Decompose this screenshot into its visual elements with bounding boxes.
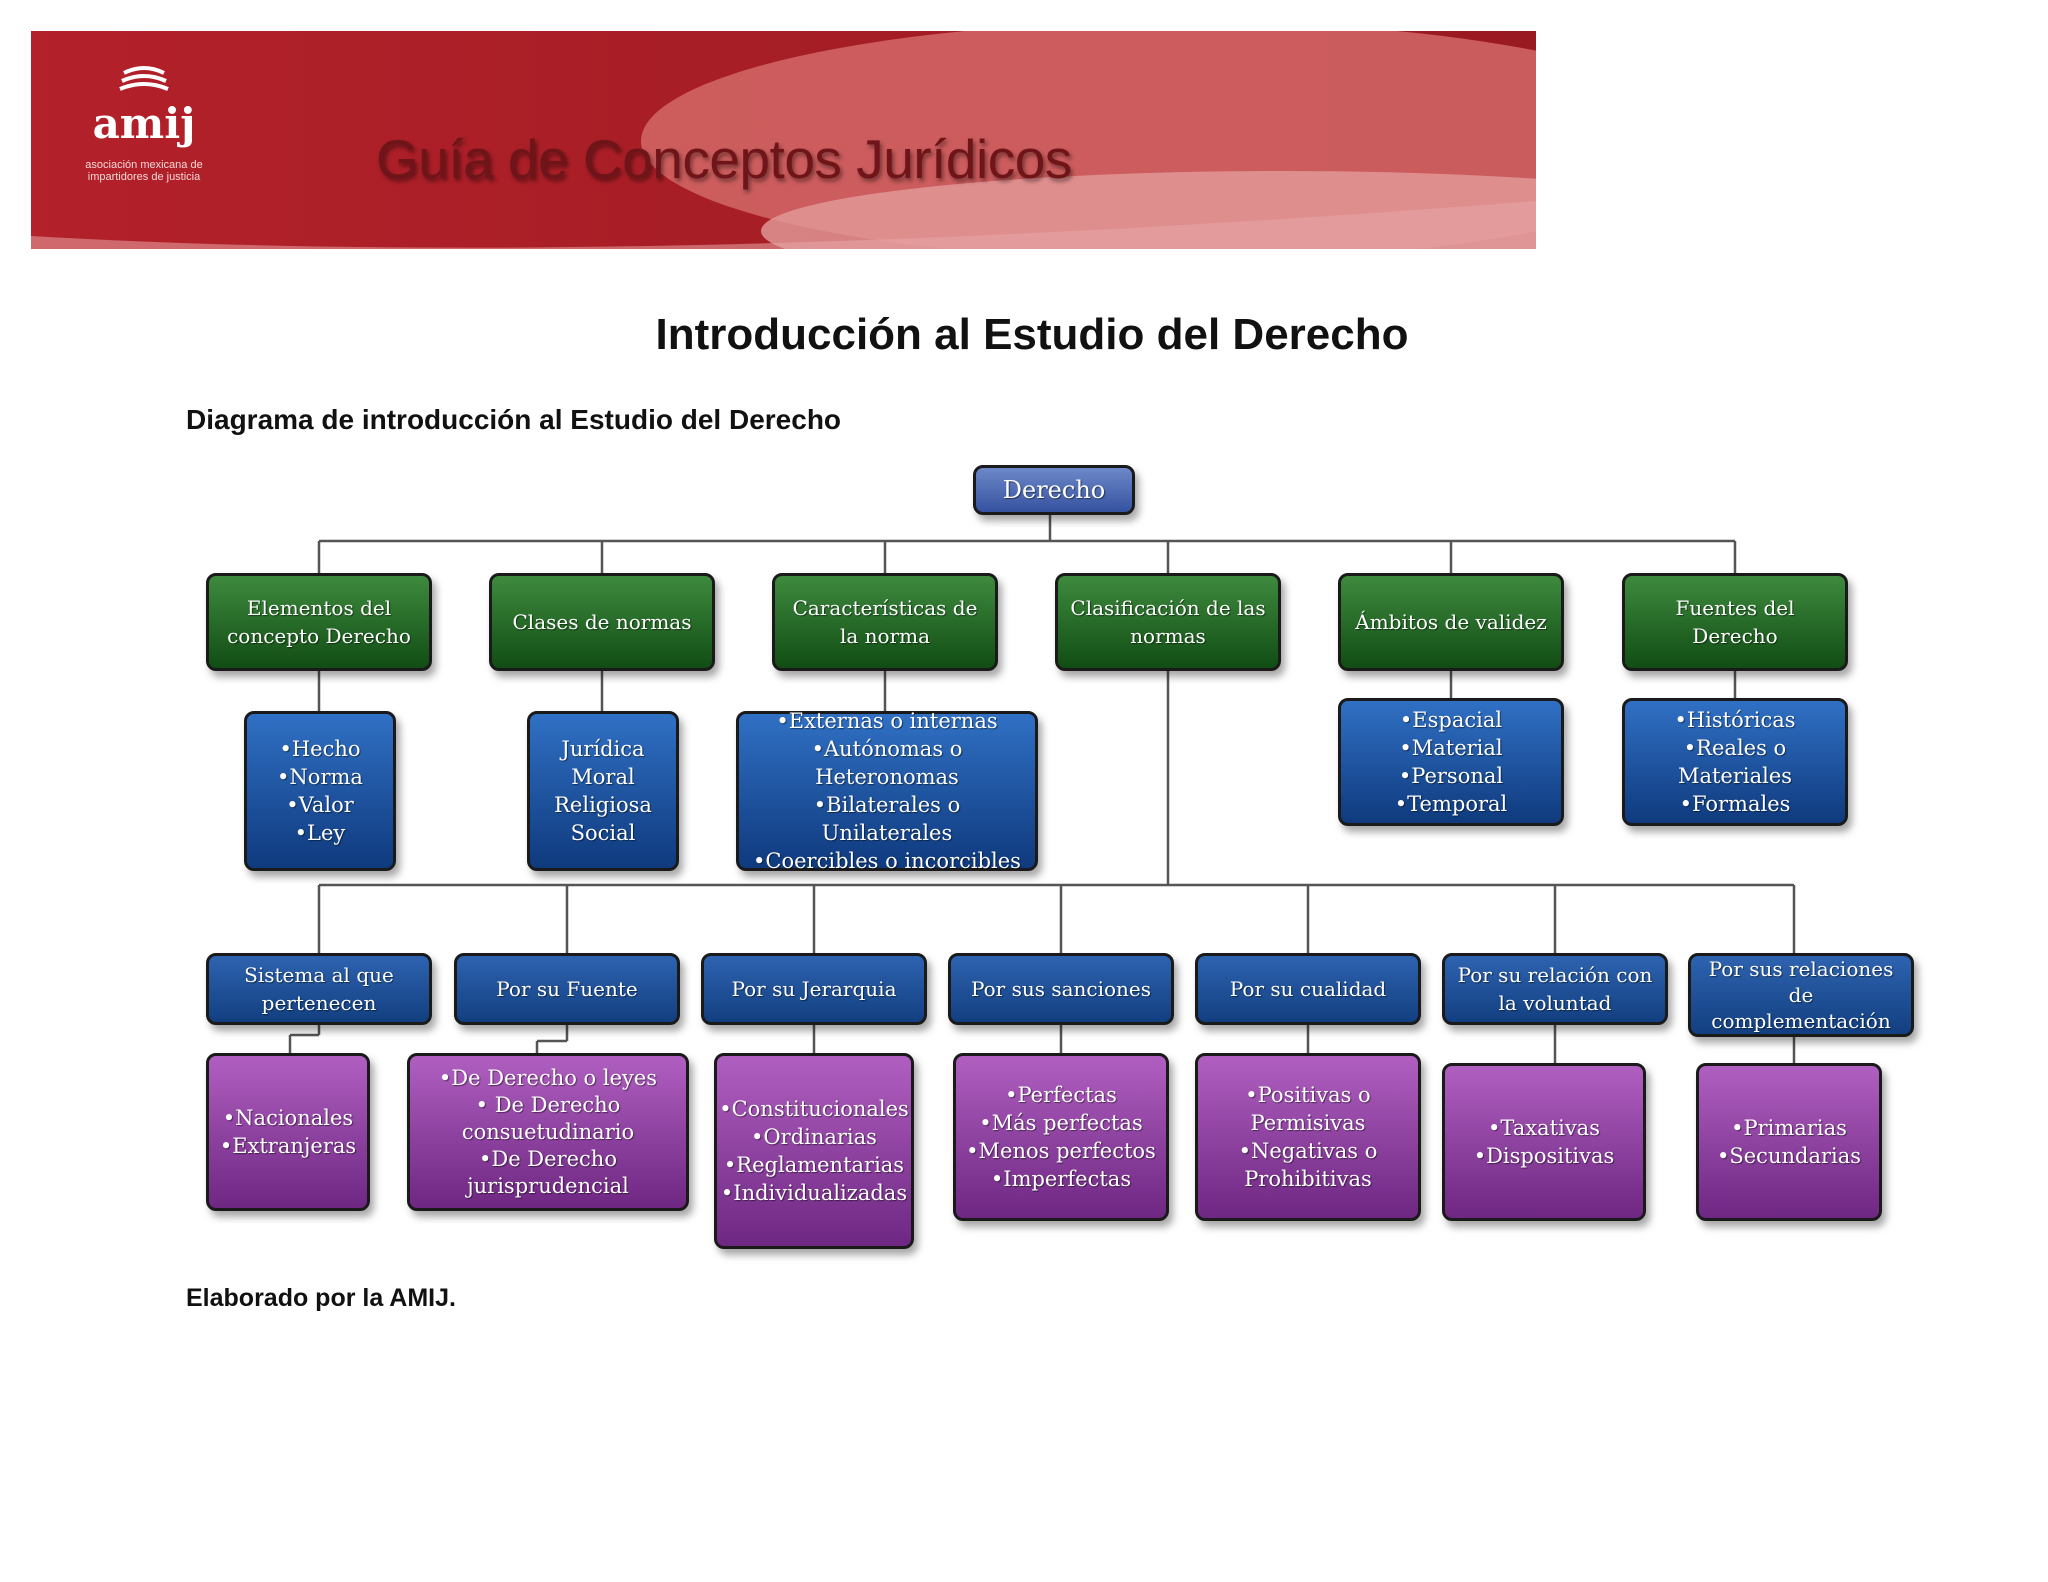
header-banner: amij asociación mexicana de impartidores… [31,31,1536,249]
class-jerarquia: Por su Jerarquia [701,953,927,1025]
connector-lines [288,513,1796,1063]
class-cualidad: Por su cualidad [1195,953,1421,1025]
detail-elementos: •Hecho •Norma •Valor •Ley [244,711,396,871]
node-elementos: Elementos del concepto Derecho [206,573,432,671]
detail-sistema: •Nacionales •Extranjeras [206,1053,370,1211]
section-title: Diagrama de introducción al Estudio del … [186,404,842,435]
detail-cualidad: •Positivas o Permisivas •Negativas o Pro… [1195,1053,1421,1221]
node-ambitos: Ámbitos de validez [1338,573,1564,671]
detail-voluntad: •Taxativas •Dispositivas [1442,1063,1646,1221]
logo-subtitle: asociación mexicana de impartidores de j… [85,159,203,183]
detail-clases-normas: Jurídica Moral Religiosa Social [527,711,679,871]
class-complementacion: Por sus relaciones de complementación [1688,953,1914,1037]
amij-logo: amij asociación mexicana de impartidores… [59,63,229,193]
logo-arcs-icon [119,66,169,91]
detail-jerarquia: •Constitucionales •Ordinarias •Reglament… [714,1053,914,1249]
class-sistema: Sistema al que pertenecen [206,953,432,1025]
logo-word: amij [92,99,196,148]
footer-credit: Elaborado por la AMIJ. [186,1284,456,1312]
detail-caracteristicas: •Externas o internas •Autónomas o Hetero… [736,709,1038,873]
page-title: Introducción al Estudio del Derecho [655,310,1409,359]
detail-fuentes: •Históricas •Reales o Materiales •Formal… [1622,698,1848,826]
detail-ambitos: •Espacial •Material •Personal •Temporal [1338,698,1564,826]
class-sanciones: Por sus sanciones [948,953,1174,1025]
node-caracteristicas: Características de la norma [772,573,998,671]
hierarchy-diagram: Derecho Elementos del concepto Derecho C… [180,455,1920,1275]
node-clasificacion: Clasificación de las normas [1055,573,1281,671]
detail-sanciones: •Perfectas •Más perfectas •Menos perfect… [953,1053,1169,1221]
class-voluntad: Por su relación con la voluntad [1442,953,1668,1025]
class-fuente: Por su Fuente [454,953,680,1025]
detail-fuente: •De Derecho o leyes • De Derecho consuet… [407,1053,689,1211]
detail-complementacion: •Primarias •Secundarias [1696,1063,1882,1221]
node-derecho: Derecho [973,465,1135,515]
banner-background [31,31,1536,249]
banner-title: Guía de Conceptos Jurídicos [376,128,1072,190]
node-clases-normas: Clases de normas [489,573,715,671]
node-fuentes: Fuentes del Derecho [1622,573,1848,671]
